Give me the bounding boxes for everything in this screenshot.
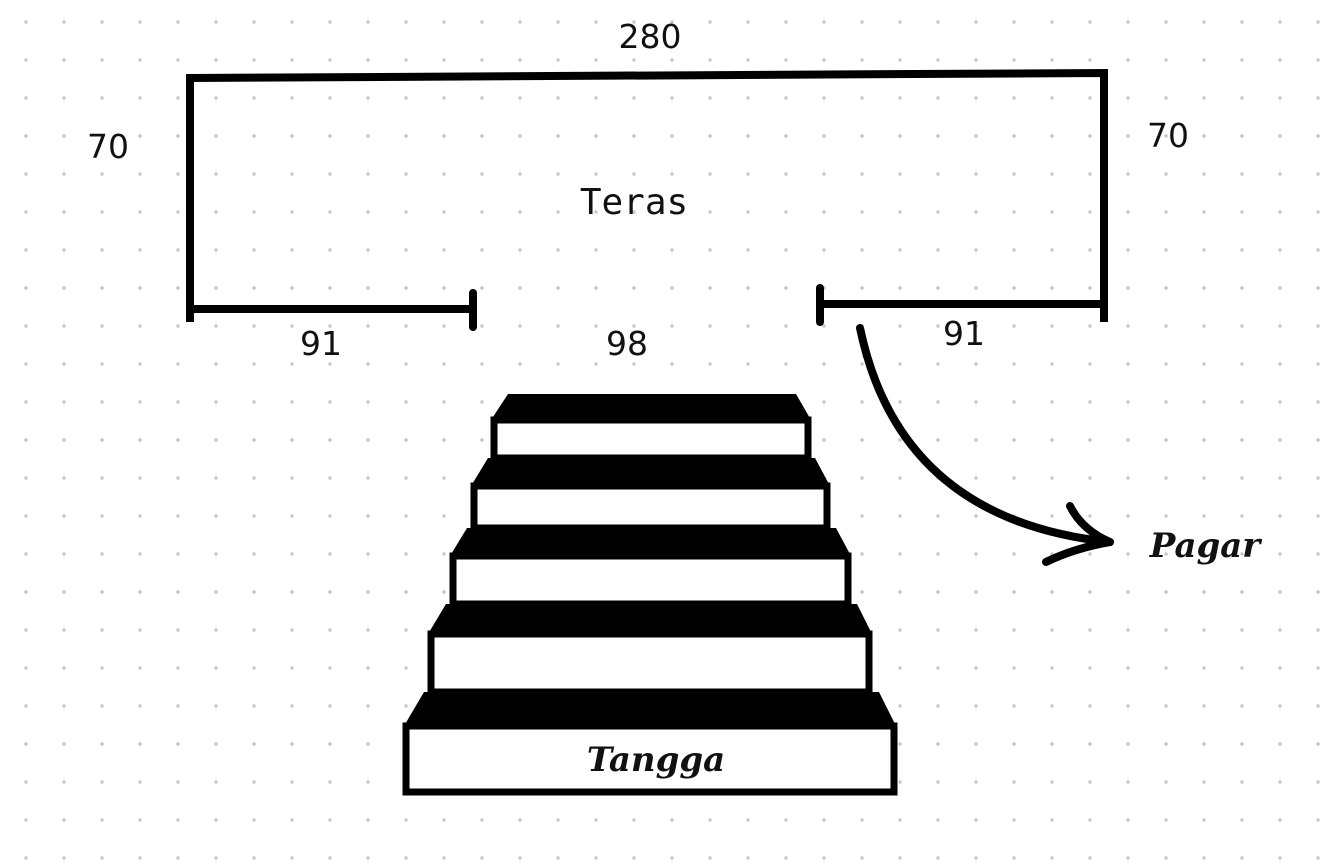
fence-arrow-head-icon: [1042, 502, 1114, 566]
dimension-right: 70: [1147, 116, 1189, 155]
fence-arrow: [856, 324, 1114, 546]
stair-cap-5: [404, 692, 896, 726]
stair-riser-5: [402, 722, 898, 796]
dimension-left: 70: [87, 127, 129, 166]
stairs-label: Tangga: [587, 740, 725, 780]
dimension-bottom-right: 91: [943, 314, 985, 353]
stair-cap-4: [428, 604, 872, 634]
stair-cap-3: [450, 528, 851, 556]
stair-cap-2: [471, 458, 830, 486]
stair-riser-4: [427, 630, 873, 696]
stair-riser-2: [470, 482, 831, 532]
stair-riser-3: [449, 552, 852, 608]
stair-cap-1: [491, 394, 811, 420]
stair-riser-1: [490, 416, 812, 462]
terrace-outline: [186, 68, 1108, 322]
dimension-bottom-middle: 98: [606, 324, 648, 363]
staircase-icon: [402, 394, 898, 796]
dimension-top: 280: [619, 17, 682, 56]
room-label: Teras: [580, 182, 688, 223]
dimension-bottom-left: 91: [300, 324, 342, 363]
fence-label: Pagar: [1149, 526, 1262, 566]
